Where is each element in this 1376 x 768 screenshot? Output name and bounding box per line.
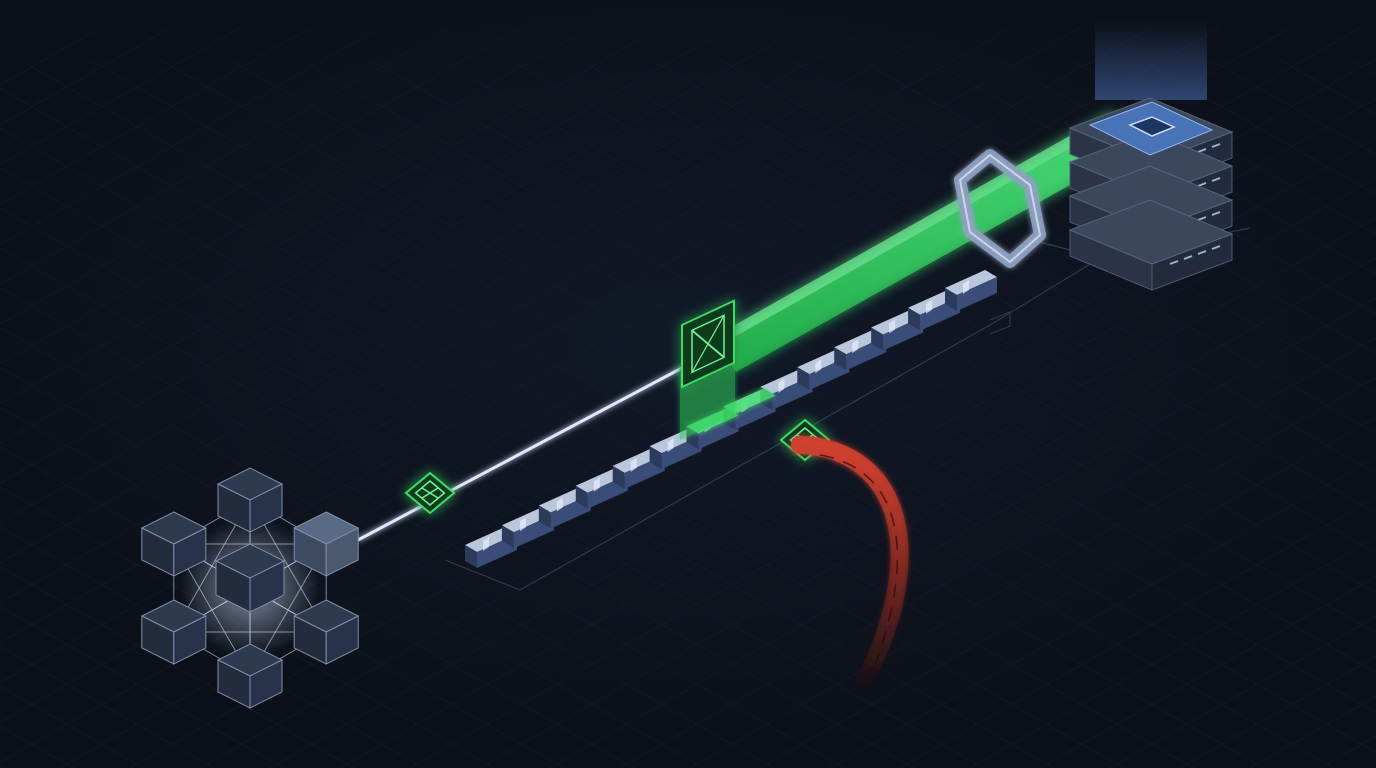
red-fork-path bbox=[791, 436, 909, 699]
ledger-block bbox=[945, 270, 997, 311]
server-stack-icon bbox=[1068, 20, 1234, 291]
cube-node bbox=[216, 643, 284, 709]
cube-node bbox=[216, 467, 284, 533]
highlighted-block bbox=[723, 388, 776, 414]
connection-beam bbox=[357, 350, 713, 542]
validator-chip-icon bbox=[681, 299, 735, 389]
chip-icon bbox=[404, 471, 456, 515]
ledger-blocks bbox=[465, 270, 997, 568]
cube-node bbox=[293, 511, 360, 577]
cpu-icon bbox=[1128, 116, 1176, 137]
cube-node bbox=[293, 599, 360, 665]
server-unit bbox=[1068, 199, 1234, 291]
isometric-grid bbox=[0, 27, 1376, 768]
network-cluster-icon bbox=[140, 467, 360, 709]
cube-node bbox=[214, 543, 286, 613]
hexagon-gate-icon bbox=[954, 149, 1046, 268]
cube-node bbox=[140, 511, 207, 577]
cube-node bbox=[140, 599, 207, 665]
